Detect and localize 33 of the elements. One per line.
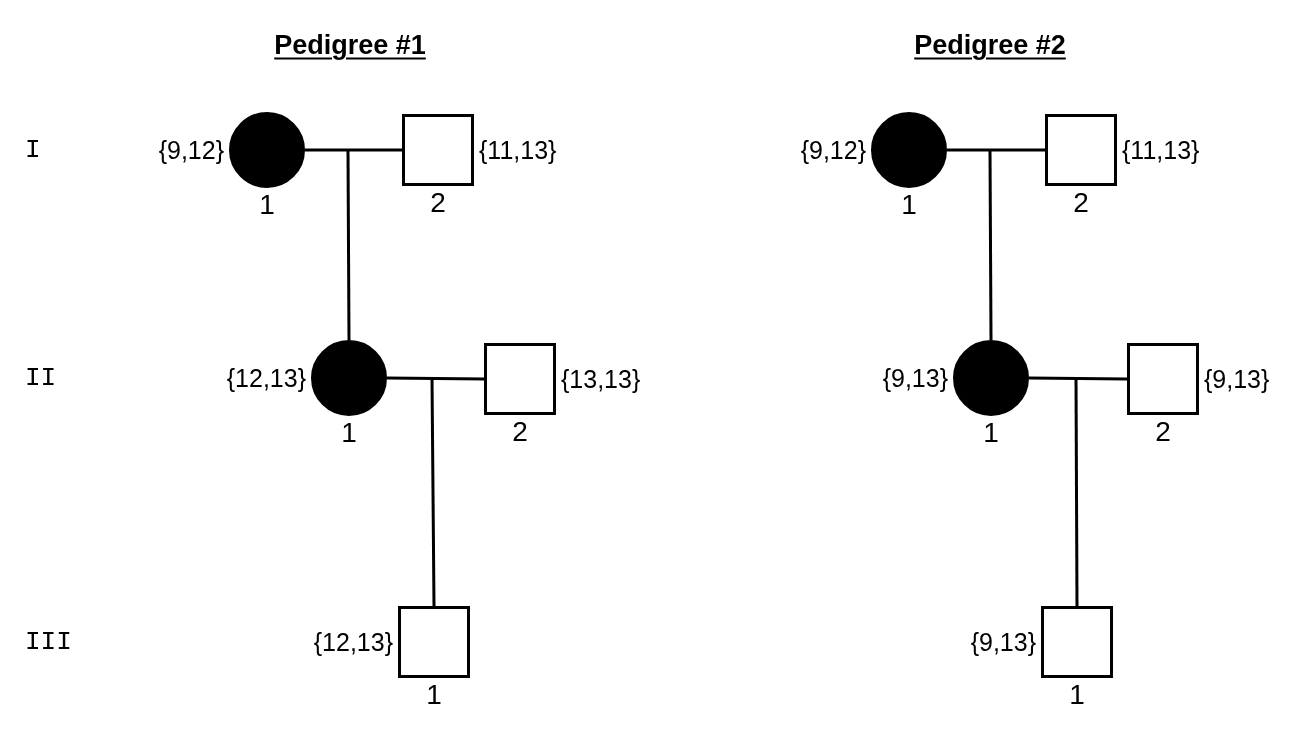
genotype-label: {9,13} — [1204, 366, 1270, 392]
pedigree-line — [430, 378, 436, 606]
pedigree-title: Pedigree #2 — [914, 31, 1066, 59]
pedigree-line — [1029, 376, 1127, 381]
pedigree-title: Pedigree #1 — [274, 31, 426, 59]
individual-number: 1 — [426, 681, 442, 709]
individual-number: 1 — [1069, 681, 1085, 709]
pedigree-line — [346, 150, 351, 340]
pedigree-line — [387, 376, 484, 381]
individual-number: 2 — [1155, 418, 1171, 446]
genotype-label: {9,12} — [800, 137, 866, 163]
genotype-label: {12,13} — [226, 365, 306, 391]
pedigree-line — [947, 148, 1045, 152]
genotype-label: {9,12} — [158, 137, 224, 163]
pedigree-line — [1074, 378, 1079, 606]
pedigree-line — [305, 148, 402, 152]
genotype-label: {9,13} — [970, 629, 1036, 655]
individual-number: 1 — [259, 191, 275, 219]
individual-number: 1 — [341, 419, 357, 447]
individual-number: 2 — [1073, 189, 1089, 217]
generation-label: III — [25, 629, 72, 655]
genotype-label: {12,13} — [313, 629, 393, 655]
genotype-label: {11,13} — [1122, 137, 1200, 163]
genotype-label: {9,13} — [882, 365, 948, 391]
individual-number: 2 — [512, 418, 528, 446]
genotype-label: {11,13} — [479, 137, 557, 163]
genotype-label: {13,13} — [561, 366, 641, 392]
individual-number: 1 — [983, 419, 999, 447]
pedigree-line — [988, 150, 993, 340]
generation-label: I — [25, 137, 41, 163]
generation-label: II — [25, 365, 57, 391]
individual-number: 2 — [430, 189, 446, 217]
individual-number: 1 — [901, 191, 917, 219]
